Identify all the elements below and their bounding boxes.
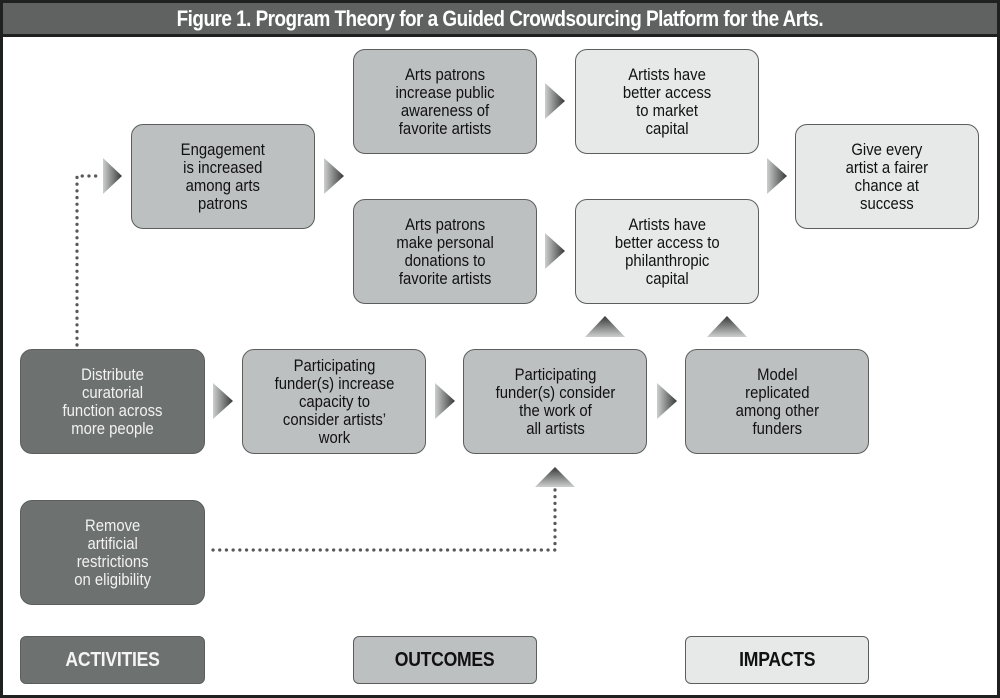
node-philanthropic-capital: Artists have better access to philanthro… [575,199,759,304]
node-engagement-text: Engagement is increased among arts patro… [180,140,266,213]
node-funders-capacity: Participating funder(s) increase capacit… [242,349,426,454]
node-distribute-curatorial: Distribute curatorial function across mo… [20,349,205,454]
node-engagement: Engagement is increased among arts patro… [131,124,315,229]
node-patrons-donations-text: Arts patrons make personal donations to … [396,215,494,288]
node-remove-restrictions-text: Remove artificial restrictions on eligib… [74,516,151,589]
figure-title-bar: Figure 1. Program Theory for a Guided Cr… [3,3,997,37]
legend-impacts: IMPACTS [685,636,869,684]
node-model-replicated: Model replicated among other funders [685,349,869,454]
node-market-capital-text: Artists have better access to market cap… [622,65,712,138]
node-funders-consider-all-text: Participating funder(s) consider the wor… [495,365,615,438]
figure-title: Figure 1. Program Theory for a Guided Cr… [176,6,824,31]
node-market-capital: Artists have better access to market cap… [575,49,759,154]
node-remove-restrictions: Remove artificial restrictions on eligib… [20,500,205,605]
node-funders-capacity-text: Participating funder(s) increase capacit… [274,356,394,447]
node-model-replicated-text: Model replicated among other funders [735,365,819,438]
node-fairer-chance-text: Give every artist a fairer chance at suc… [845,140,929,213]
node-fairer-chance: Give every artist a fairer chance at suc… [795,124,979,229]
node-philanthropic-capital-text: Artists have better access to philanthro… [614,215,720,288]
legend-outcomes-label: OUTCOMES [395,648,495,671]
legend-activities: ACTIVITIES [20,636,205,684]
legend-impacts-label: IMPACTS [738,648,816,671]
node-funders-consider-all: Participating funder(s) consider the wor… [463,349,647,454]
legend-activities-label: ACTIVITIES [65,648,160,671]
legend-outcomes: OUTCOMES [353,636,537,684]
node-patrons-awareness: Arts patrons increase public awareness o… [353,49,537,154]
node-patrons-donations: Arts patrons make personal donations to … [353,199,537,304]
node-patrons-awareness-text: Arts patrons increase public awareness o… [395,65,495,138]
node-distribute-curatorial-text: Distribute curatorial function across mo… [62,365,163,438]
